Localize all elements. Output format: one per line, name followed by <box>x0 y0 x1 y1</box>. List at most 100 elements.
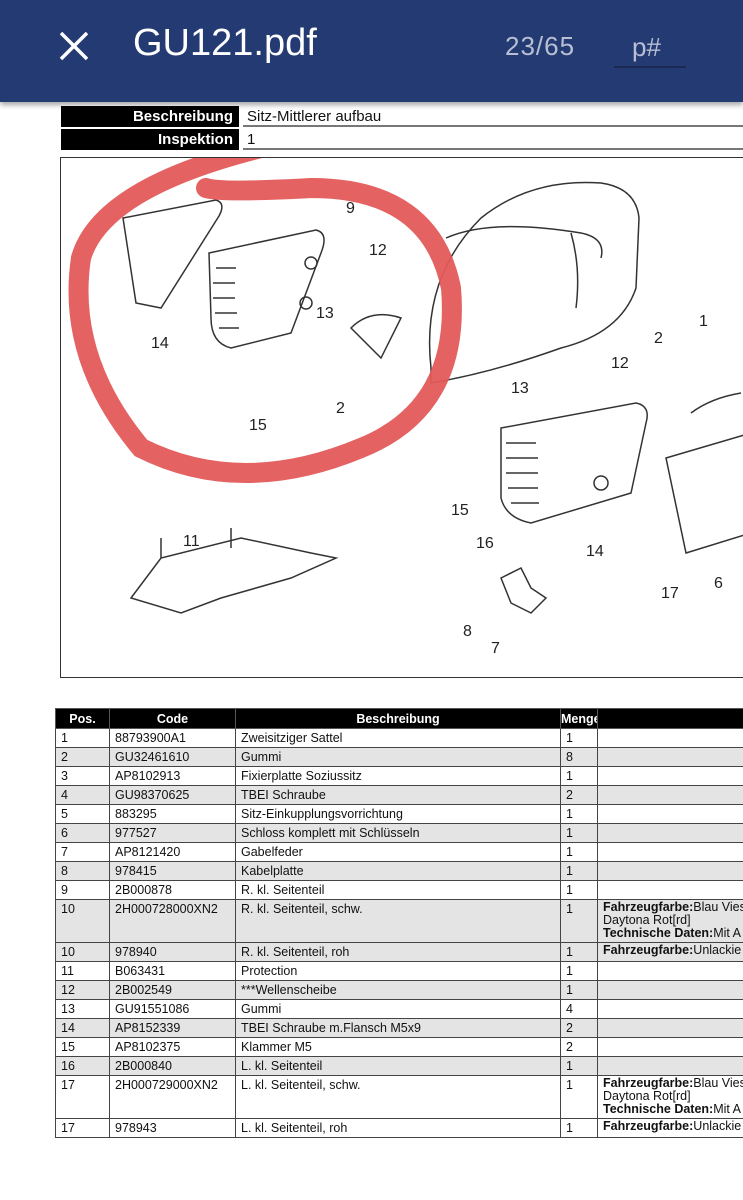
cell-desc: Klammer M5 <box>235 1037 561 1057</box>
cell-desc: L. kl. Seitenteil <box>235 1056 561 1076</box>
cell-notes <box>597 842 743 862</box>
cell-pos: 1 <box>55 728 110 748</box>
cell-qty: 1 <box>560 880 598 900</box>
document-title: GU121.pdf <box>133 22 317 64</box>
cell-notes <box>597 1037 743 1057</box>
close-button[interactable] <box>56 28 92 64</box>
cell-desc: Kabelplatte <box>235 861 561 881</box>
cell-code: GU98370625 <box>109 785 236 805</box>
callout-label: 7 <box>491 640 500 657</box>
note-value: Unlackie <box>693 943 742 957</box>
note-value: Blau Vies <box>693 1076 743 1090</box>
red-circle-annotation <box>68 158 462 483</box>
cell-pos: 11 <box>55 961 110 981</box>
cell-qty: 1 <box>560 861 598 881</box>
callout-label: 11 <box>183 533 200 550</box>
note-value: Daytona Rot[rd] <box>603 1089 691 1103</box>
cell-code: 88793900A1 <box>109 728 236 748</box>
cell-pos: 10 <box>55 942 110 962</box>
side-panel-right-drawing <box>122 199 325 349</box>
cell-desc: R. kl. Seitenteil <box>235 880 561 900</box>
protection-bracket-drawing <box>129 528 339 614</box>
meta-row-beschreibung: Beschreibung Sitz-Mittlerer aufbau <box>61 106 743 127</box>
cell-notes <box>597 785 743 805</box>
cell-notes <box>597 961 743 981</box>
column-header-pos: Pos. <box>55 708 110 729</box>
meta-value: Sitz-Mittlerer aufbau <box>243 106 743 127</box>
callout-label: 2 <box>336 400 345 417</box>
cell-qty: 1 <box>560 1075 598 1119</box>
callout-label: 6 <box>714 575 723 592</box>
cell-qty: 1 <box>560 728 598 748</box>
callout-label: 13 <box>316 305 334 322</box>
side-panel-left-drawing <box>500 392 743 554</box>
cell-code: AP8121420 <box>109 842 236 862</box>
cell-notes <box>597 880 743 900</box>
page-indicator: 23/65 <box>505 31 576 61</box>
cell-desc: L. kl. Seitenteil, roh <box>235 1118 561 1138</box>
note-key: Fahrzeugfarbe: <box>603 1076 694 1090</box>
cell-desc: Sitz-Einkupplungsvorrichtung <box>235 804 561 824</box>
note-key: Fahrzeugfarbe: <box>603 900 694 914</box>
note-key: Technische Daten: <box>603 1102 714 1116</box>
cell-code: AP8102913 <box>109 766 236 786</box>
cell-desc: Schloss komplett mit Schlüsseln <box>235 823 561 843</box>
note-value: Blau Vies <box>693 900 743 914</box>
cell-desc: Protection <box>235 961 561 981</box>
note-line: Daytona Rot[rd] <box>603 914 743 927</box>
meta-row-inspektion: Inspektion 1 <box>61 129 743 150</box>
cell-pos: 16 <box>55 1056 110 1076</box>
cell-desc: R. kl. Seitenteil, roh <box>235 942 561 962</box>
cell-code: 978943 <box>109 1118 236 1138</box>
cell-code: AP8152339 <box>109 1018 236 1038</box>
cell-notes <box>597 861 743 881</box>
cell-notes <box>597 823 743 843</box>
cell-notes <box>597 980 743 1000</box>
cell-pos: 2 <box>55 747 110 767</box>
seat-drawing <box>428 181 640 384</box>
note-key: Fahrzeugfarbe: <box>603 943 694 957</box>
cell-qty: 2 <box>560 1037 598 1057</box>
callout-label: 1 <box>699 313 708 330</box>
cell-code: 2B000840 <box>109 1056 236 1076</box>
callout-label: 12 <box>369 242 387 259</box>
cell-desc: Zweisitziger Sattel <box>235 728 561 748</box>
cell-notes <box>597 728 743 748</box>
cell-desc: Gummi <box>235 747 561 767</box>
cell-notes <box>597 999 743 1019</box>
cell-notes <box>597 804 743 824</box>
cell-notes: Fahrzeugfarbe:Unlackie <box>597 942 743 962</box>
cell-notes <box>597 766 743 786</box>
cell-pos: 4 <box>55 785 110 805</box>
cell-qty: 1 <box>560 804 598 824</box>
cell-pos: 10 <box>55 899 110 943</box>
cell-code: 977527 <box>109 823 236 843</box>
cell-desc: Gummi <box>235 999 561 1019</box>
cell-code: 883295 <box>109 804 236 824</box>
cell-code: 978415 <box>109 861 236 881</box>
bracket-drawing <box>349 313 548 614</box>
app-bar: GU121.pdf 23/65 <box>0 0 743 102</box>
table-header-row: Pos. Code Beschreibung Menge <box>55 708 743 729</box>
meta-label: Beschreibung <box>61 106 239 127</box>
note-line: Fahrzeugfarbe:Blau Vies <box>603 901 743 914</box>
cell-pos: 17 <box>55 1075 110 1119</box>
cell-qty: 1 <box>560 842 598 862</box>
page-number-input[interactable] <box>614 28 686 68</box>
callout-label: 14 <box>151 335 169 352</box>
cell-pos: 9 <box>55 880 110 900</box>
callout-label: 8 <box>463 623 472 640</box>
